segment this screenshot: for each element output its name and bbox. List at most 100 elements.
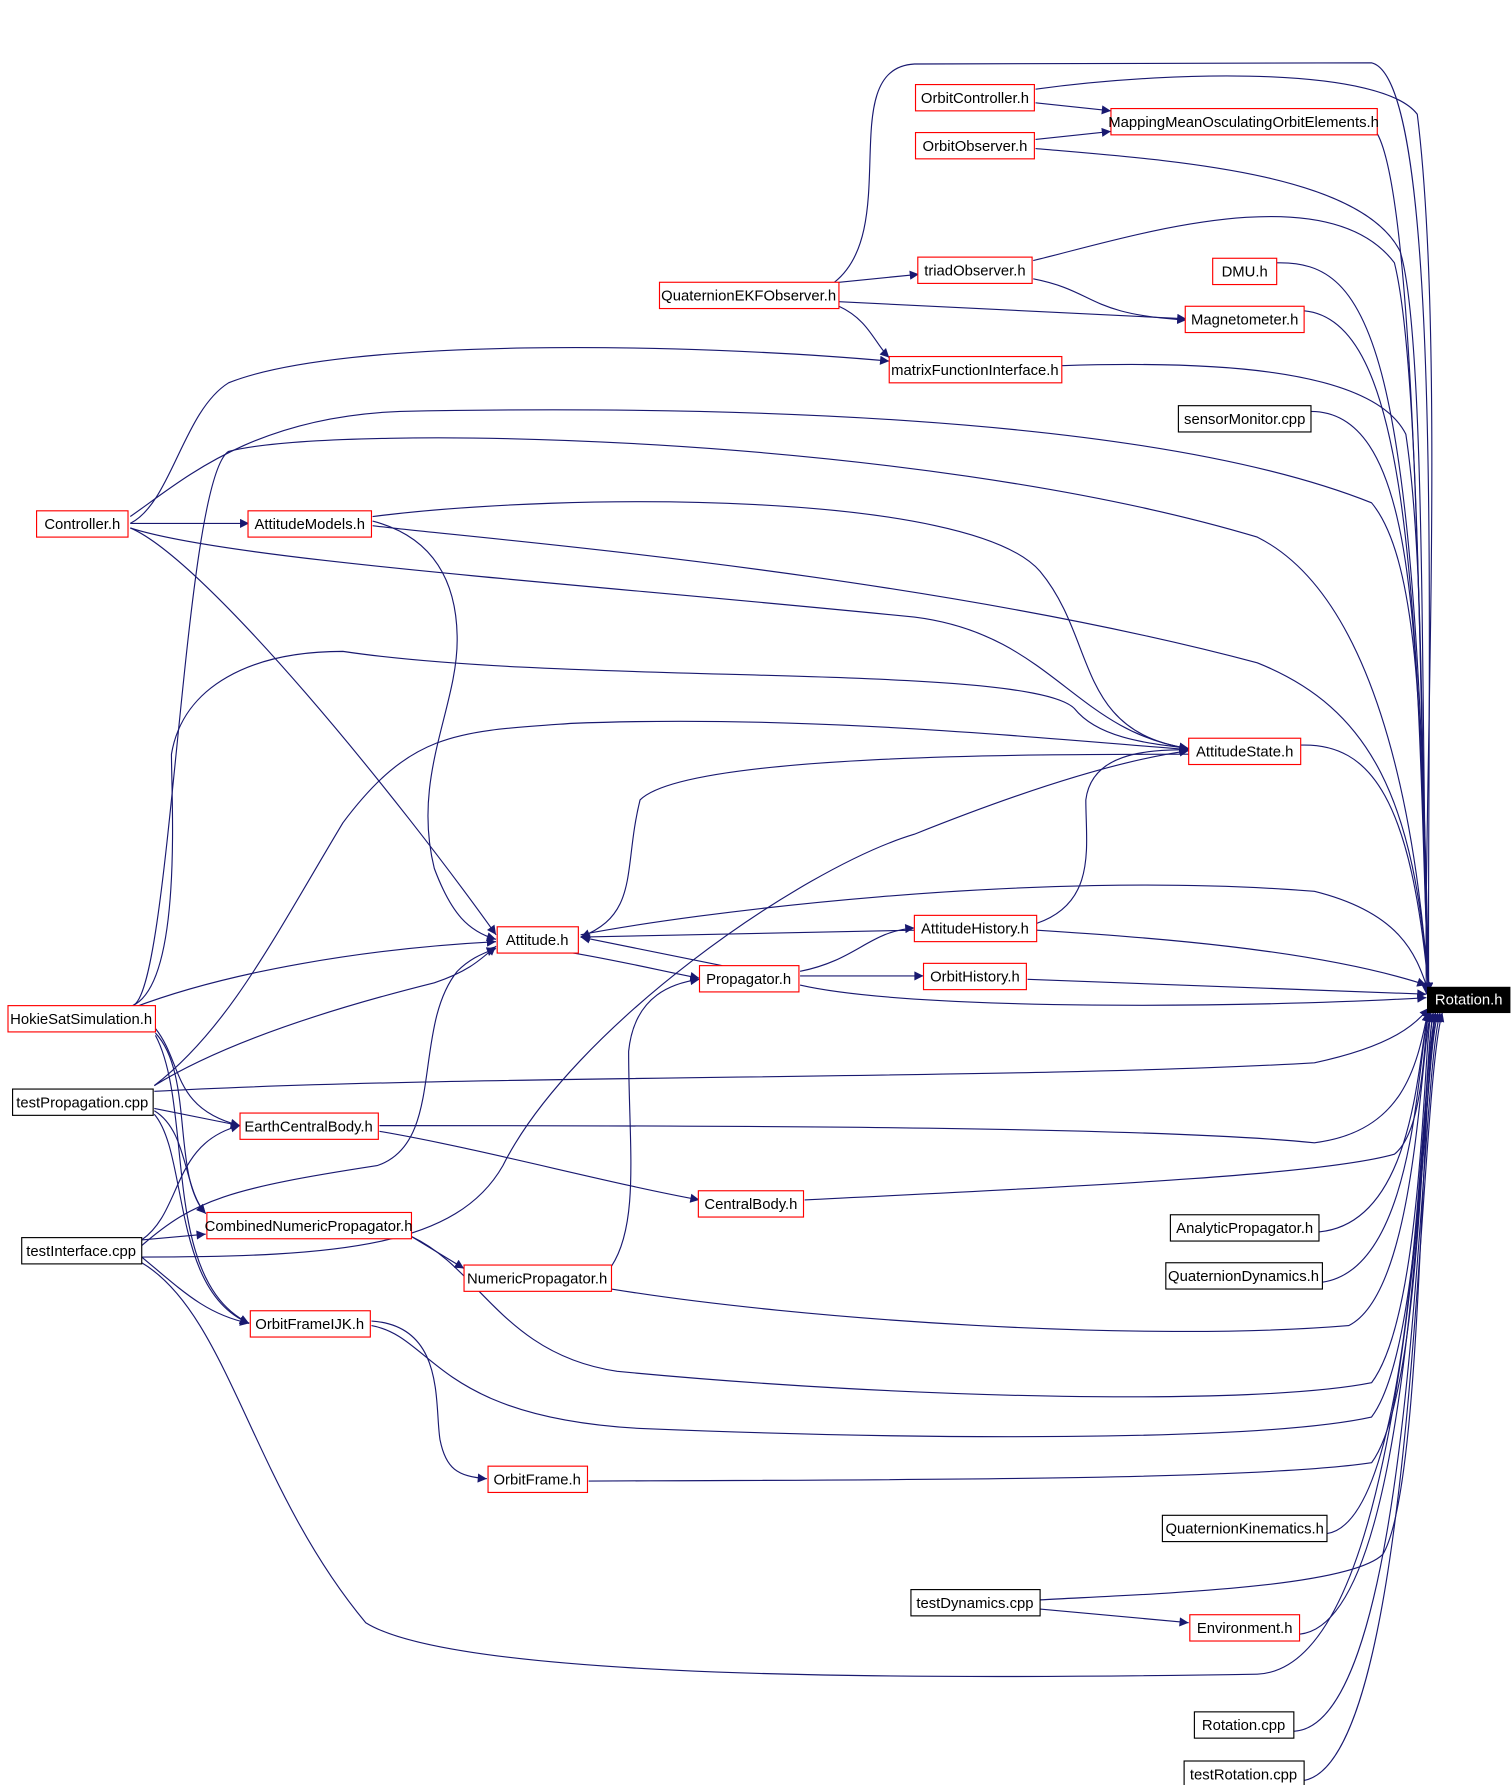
edge-rotationcpp-rotation — [1293, 1012, 1443, 1732]
node-label: OrbitFrameIJK.h — [255, 1317, 364, 1333]
node-label: DMU.h — [1222, 265, 1268, 281]
edge-testinterface-rotation — [141, 1012, 1439, 1678]
edge-hokiesat-orbitframeijk — [154, 1035, 250, 1324]
edge-orbithistory-rotation — [1027, 978, 1427, 999]
node-label: Magnetometer.h — [1191, 313, 1298, 329]
node-attitudestate-h[interactable]: AttitudeState.h — [1188, 737, 1302, 766]
edge-controller-rotation — [129, 409, 1433, 992]
edge-attitudemodels-rotation — [372, 525, 1433, 992]
node-testpropagation-cpp[interactable]: testPropagation.cpp — [12, 1088, 154, 1116]
node-label: HokieSatSimulation.h — [10, 1012, 152, 1028]
node-mapping-h[interactable]: MappingMeanOsculatingOrbitElements.h — [1108, 107, 1379, 136]
node-testdynamics-cpp[interactable]: testDynamics.cpp — [910, 1589, 1041, 1617]
edge-controller-attitudestate — [130, 527, 1189, 752]
edge-combined-numericprop — [411, 1235, 465, 1269]
edge-combinednum-rotation — [411, 1012, 1434, 1398]
edge-orbitframe-rotation — [588, 1012, 1436, 1482]
edge-orbitframeijk-orbitframe — [371, 1320, 487, 1483]
edge-attitudestate-attitude — [580, 753, 1189, 939]
node-label: QuaternionEKFObserver.h — [661, 289, 836, 305]
edge-orbitobserver-mapping — [1035, 127, 1112, 140]
node-label: testPropagation.cpp — [16, 1095, 148, 1111]
edge-testdynamics-rotation — [1040, 1012, 1439, 1601]
node-earthcentralbody-h[interactable]: EarthCentralBody.h — [239, 1112, 379, 1140]
node-controller-h[interactable]: Controller.h — [36, 510, 129, 538]
edge-triad-magnetometer — [1033, 278, 1187, 325]
node-quatkin-h[interactable]: QuaternionKinematics.h — [1161, 1514, 1328, 1543]
edge-earthcentral-centralbody — [379, 1130, 700, 1203]
node-numericprop-h[interactable]: NumericPropagator.h — [463, 1264, 613, 1292]
node-analyticprop-h[interactable]: AnalyticPropagator.h — [1169, 1214, 1320, 1242]
node-quatekf-h[interactable]: QuaternionEKFObserver.h — [658, 281, 840, 310]
edge-centralbody-rotation — [804, 1010, 1432, 1201]
node-label: Propagator.h — [706, 972, 791, 988]
node-orbithistory-h[interactable]: OrbitHistory.h — [922, 962, 1027, 991]
node-attitude-h[interactable]: Attitude.h — [496, 926, 579, 954]
edge-testinterface-earthcentral — [141, 1123, 241, 1241]
edge-attitudehistory-attitudestate — [1036, 745, 1189, 924]
graph-nodes: Rotation.h OrbitController.h MappingMean… — [7, 83, 1511, 1788]
node-combinednum-h[interactable]: CombinedNumericPropagator.h — [205, 1211, 413, 1240]
edge-testinterface-combined — [141, 1230, 206, 1241]
edge-testpropagation-rotation — [154, 1007, 1430, 1092]
node-propagator-h[interactable]: Propagator.h — [698, 965, 800, 993]
edge-quatdyn-rotation — [1322, 1012, 1431, 1283]
edge-attitudemodels-attitudestate — [372, 501, 1189, 752]
node-orbitcontroller-h[interactable]: OrbitController.h — [914, 83, 1035, 112]
node-label: QuaternionKinematics.h — [1165, 1522, 1323, 1538]
edge-testpropagation-earthcentral — [154, 1107, 241, 1129]
dependency-edges — [129, 62, 1445, 1781]
node-magnetometer-h[interactable]: Magnetometer.h — [1184, 305, 1305, 334]
node-label: AttitudeState.h — [1196, 745, 1293, 761]
edge-quatekf-matrixfi — [838, 305, 890, 359]
node-label: AnalyticPropagator.h — [1176, 1221, 1313, 1237]
node-orbitframeijk-h[interactable]: OrbitFrameIJK.h — [249, 1310, 371, 1338]
edge-controller-attitude — [130, 527, 497, 936]
node-orbitobserver-h[interactable]: OrbitObserver.h — [914, 131, 1035, 160]
edge-testpropagation-attitude — [154, 945, 497, 1087]
edge-testinterface-attitude — [141, 947, 497, 1247]
edge-hokiesat-attitude — [132, 937, 497, 1009]
node-label: testInterface.cpp — [26, 1244, 136, 1260]
edge-attitudestate-rotation — [1300, 744, 1433, 992]
node-matrixfi-h[interactable]: matrixFunctionInterface.h — [888, 355, 1063, 384]
node-label: NumericPropagator.h — [467, 1271, 607, 1287]
edge-quatkin-rotation — [1326, 1012, 1439, 1535]
node-testrotation-cpp[interactable]: testRotation.cpp — [1183, 1760, 1305, 1788]
edge-sensormonitor-rotation — [1310, 410, 1433, 992]
edge-hokiesat-earthcentral — [154, 1028, 241, 1128]
edge-hokiesat-rotation — [132, 437, 1433, 1007]
node-testinterface-cpp[interactable]: testInterface.cpp — [21, 1237, 143, 1265]
node-label: matrixFunctionInterface.h — [891, 363, 1058, 379]
edge-environment-rotation — [1299, 1012, 1441, 1635]
node-label: AttitudeHistory.h — [921, 922, 1029, 938]
edge-propagator-attitude — [580, 934, 723, 967]
edge-dmu-rotation — [1276, 262, 1434, 992]
edge-controller-matrixfi — [130, 347, 890, 524]
node-attitudemodels-h[interactable]: AttitudeModels.h — [247, 510, 373, 538]
node-label: Rotation.cpp — [1202, 1718, 1285, 1734]
edge-quatekf-magnetometer — [838, 301, 1187, 323]
edge-attitudemodels-attitude — [372, 520, 497, 942]
node-rotation-h[interactable]: Rotation.h — [1426, 986, 1511, 1014]
node-label: OrbitObserver.h — [923, 139, 1028, 155]
edge-testpropagation-attitudestate — [153, 720, 1189, 1087]
edge-attitudehistory-rotation — [1036, 929, 1427, 987]
edge-orbitcontroller-rotation — [1035, 75, 1433, 995]
node-sensormonitor-cpp[interactable]: sensorMonitor.cpp — [1177, 405, 1312, 433]
node-dmu-h[interactable]: DMU.h — [1212, 257, 1278, 286]
node-orbitframe-h[interactable]: OrbitFrame.h — [487, 1465, 589, 1494]
edge-propagator-rotation — [799, 984, 1427, 1006]
node-attitudehistory-h[interactable]: AttitudeHistory.h — [913, 914, 1038, 943]
node-hokiesat-h[interactable]: HokieSatSimulation.h — [7, 1005, 157, 1033]
node-centralbody-h[interactable]: CentralBody.h — [697, 1190, 805, 1218]
node-label: AttitudeModels.h — [254, 517, 365, 533]
node-quatdyn-h[interactable]: QuaternionDynamics.h — [1165, 1262, 1323, 1290]
node-label: CentralBody.h — [704, 1197, 797, 1213]
node-label: QuaternionDynamics.h — [1168, 1269, 1319, 1285]
node-triadobserver-h[interactable]: triadObserver.h — [917, 256, 1033, 284]
node-label: OrbitHistory.h — [930, 970, 1020, 986]
edge-orbitobserver-rotation — [1035, 147, 1433, 992]
node-environment-h[interactable]: Environment.h — [1189, 1614, 1301, 1642]
node-rotation-cpp[interactable]: Rotation.cpp — [1193, 1711, 1295, 1739]
